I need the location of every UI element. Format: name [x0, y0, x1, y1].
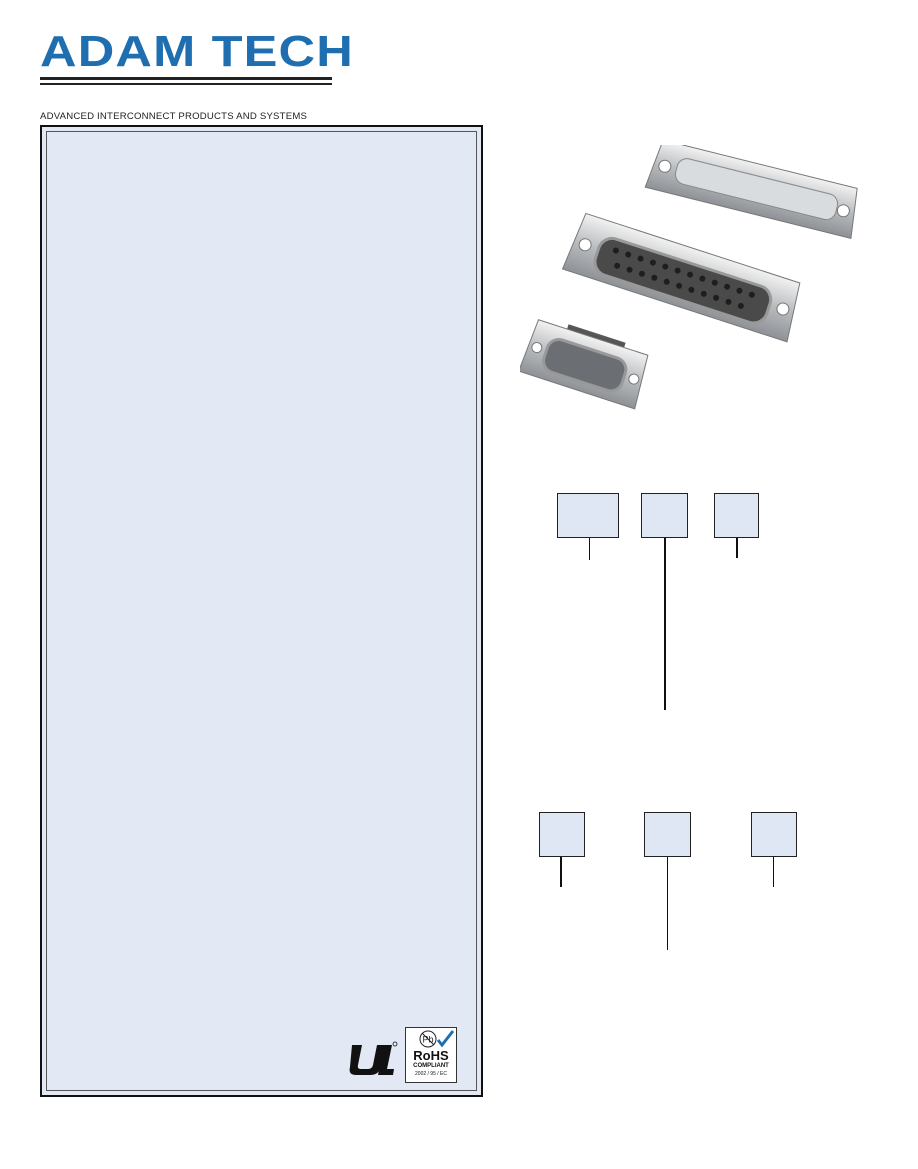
- callout-line: [773, 857, 774, 887]
- specifications-panel: Pb RoHS COMPLIANT 2002 / 95 / EC: [40, 125, 483, 1097]
- callout-line: [664, 538, 666, 710]
- db25-male-connector: [644, 139, 858, 240]
- ordering-code-box: [557, 493, 619, 538]
- rohs-compliant-label: COMPLIANT: [413, 1063, 449, 1069]
- ordering-code-box: [539, 812, 585, 857]
- checkmark-icon: [436, 1030, 455, 1048]
- logo-tagline: ADVANCED INTERCONNECT PRODUCTS AND SYSTE…: [40, 111, 308, 122]
- ordering-code-box: [644, 812, 691, 857]
- rohs-compliant-badge: Pb RoHS COMPLIANT 2002 / 95 / EC: [405, 1027, 457, 1083]
- ordering-code-box: [751, 812, 797, 857]
- company-logo: ADAM TECH ADVANCED INTERCONNECT PRODUCTS…: [40, 30, 353, 122]
- product-photo: [518, 139, 865, 425]
- logo-rule: [40, 83, 332, 85]
- logo-wordmark: ADAM TECH: [40, 27, 354, 76]
- db25-female-connector: [561, 212, 801, 343]
- callout-line: [560, 857, 562, 887]
- rohs-directive-label: 2002 / 95 / EC: [415, 1071, 447, 1077]
- callout-line: [736, 538, 738, 558]
- de9-connector: [518, 319, 649, 410]
- specifications-panel-border: [46, 131, 477, 1091]
- rohs-label: RoHS: [413, 1048, 449, 1063]
- ordering-code-box: [641, 493, 688, 538]
- callout-line: [667, 857, 668, 950]
- callout-line: [589, 538, 590, 560]
- ul-recognized-icon: [348, 1039, 398, 1079]
- ordering-code-box: [714, 493, 759, 538]
- logo-rule: [40, 77, 332, 80]
